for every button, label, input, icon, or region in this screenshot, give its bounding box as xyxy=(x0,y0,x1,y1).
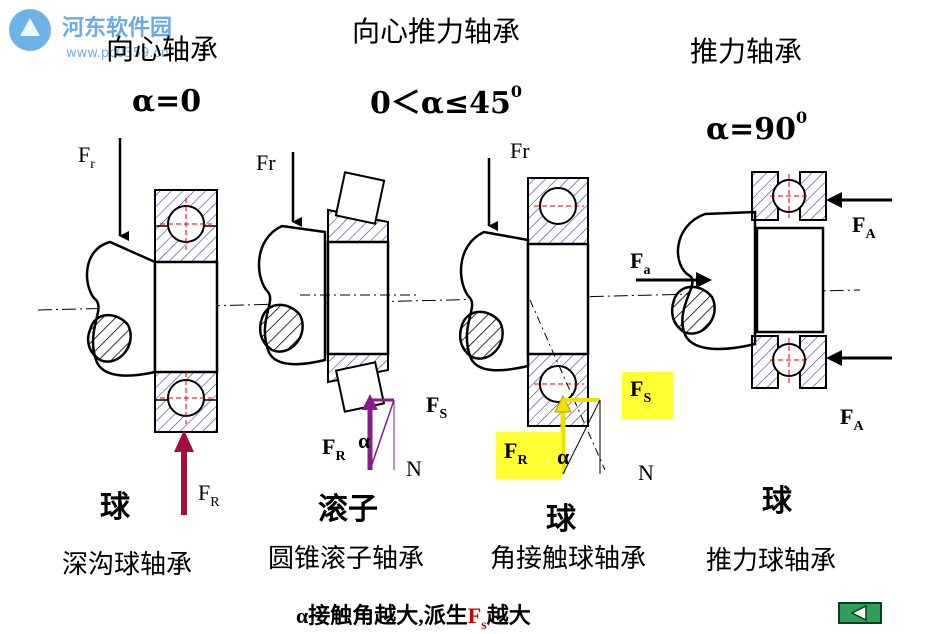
angular-contact-ball-bearing xyxy=(458,158,606,475)
element-ball-2: 球 xyxy=(546,502,576,537)
triangle-left-icon xyxy=(850,604,867,622)
watermark-site-name: 河东软件园 xyxy=(62,16,173,41)
label-fR-1: FR xyxy=(198,480,220,510)
section-title-radial: 向心轴承 xyxy=(106,33,219,66)
deep-groove-ball-bearing xyxy=(85,138,219,515)
label-fr-3: Fr xyxy=(510,138,530,163)
label-fs-roller: FS xyxy=(426,392,448,422)
label-fR-roller: FR xyxy=(322,434,346,464)
label-n-roller: N xyxy=(406,456,422,481)
name-angular-contact: 角接触球轴承 xyxy=(490,544,647,574)
section-title-angular: 向心推力轴承 xyxy=(352,15,521,48)
label-fr-1: Fr xyxy=(78,142,95,172)
name-deep-groove: 深沟球轴承 xyxy=(62,550,193,580)
alpha-thrust: α=900 xyxy=(706,108,808,147)
label-fs-ball: FS xyxy=(622,372,674,419)
label-alpha-ball: α xyxy=(557,444,570,469)
back-button[interactable] xyxy=(838,602,882,624)
label-n-ball: N xyxy=(638,460,654,485)
watermark-logo-icon xyxy=(6,6,54,54)
label-fa: Fa xyxy=(630,248,651,278)
watermark-site-url: www.pc0359.cn xyxy=(66,46,169,61)
label-fR-ball: FR xyxy=(496,432,562,479)
element-ball-1: 球 xyxy=(100,490,130,525)
label-fA-top: FA xyxy=(852,212,876,242)
thrust-ball-bearing xyxy=(636,171,892,389)
label-fr-2: Fr xyxy=(256,150,276,175)
tapered-roller-bearing xyxy=(257,152,420,471)
alpha-radial: α=0 xyxy=(132,84,202,119)
name-thrust: 推力球轴承 xyxy=(706,546,837,576)
label-fA-bottom: FA xyxy=(840,404,864,434)
element-ball-3: 球 xyxy=(762,484,792,519)
element-roller: 滚子 xyxy=(318,492,378,527)
label-alpha-roller: α xyxy=(358,428,371,453)
caption: α接触角越大,派生Fs越大 xyxy=(296,603,531,633)
alpha-angular: 0＜α≤450 xyxy=(370,82,522,121)
section-title-thrust: 推力轴承 xyxy=(690,35,803,68)
name-tapered-roller: 圆锥滚子轴承 xyxy=(268,544,425,574)
